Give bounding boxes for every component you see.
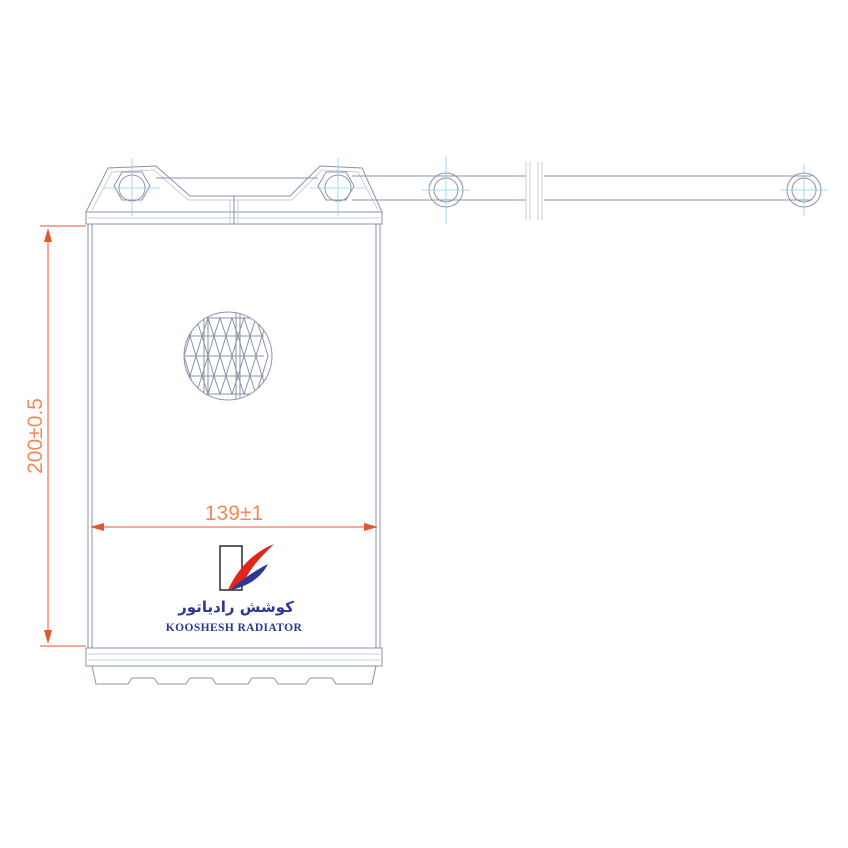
core-body xyxy=(87,224,381,648)
logo-blue-swoosh xyxy=(230,564,268,590)
logo-name-english: KOOSHESH RADIATOR xyxy=(166,622,303,634)
logo-name-farsi: کوشش رادیاتور xyxy=(177,598,294,616)
height-dimension-label: 200±0.5 xyxy=(24,398,47,474)
fin-detail xyxy=(183,311,273,401)
logo-red-swoosh xyxy=(228,544,274,590)
top-tank xyxy=(85,165,383,225)
pipe-end-left xyxy=(422,156,470,224)
left-hex-fitting xyxy=(104,158,160,216)
pipes xyxy=(156,162,812,220)
width-dimension-label: 139±1 xyxy=(205,502,263,525)
width-dimension: 139±1 xyxy=(90,502,378,531)
height-dimension: 200±0.5 xyxy=(24,225,86,647)
pipe-end-right xyxy=(780,164,828,216)
bottom-tank xyxy=(85,647,383,685)
kooshesh-logo: کوشش رادیاتور KOOSHESH RADIATOR xyxy=(166,544,303,634)
right-hex-fitting xyxy=(310,158,366,216)
